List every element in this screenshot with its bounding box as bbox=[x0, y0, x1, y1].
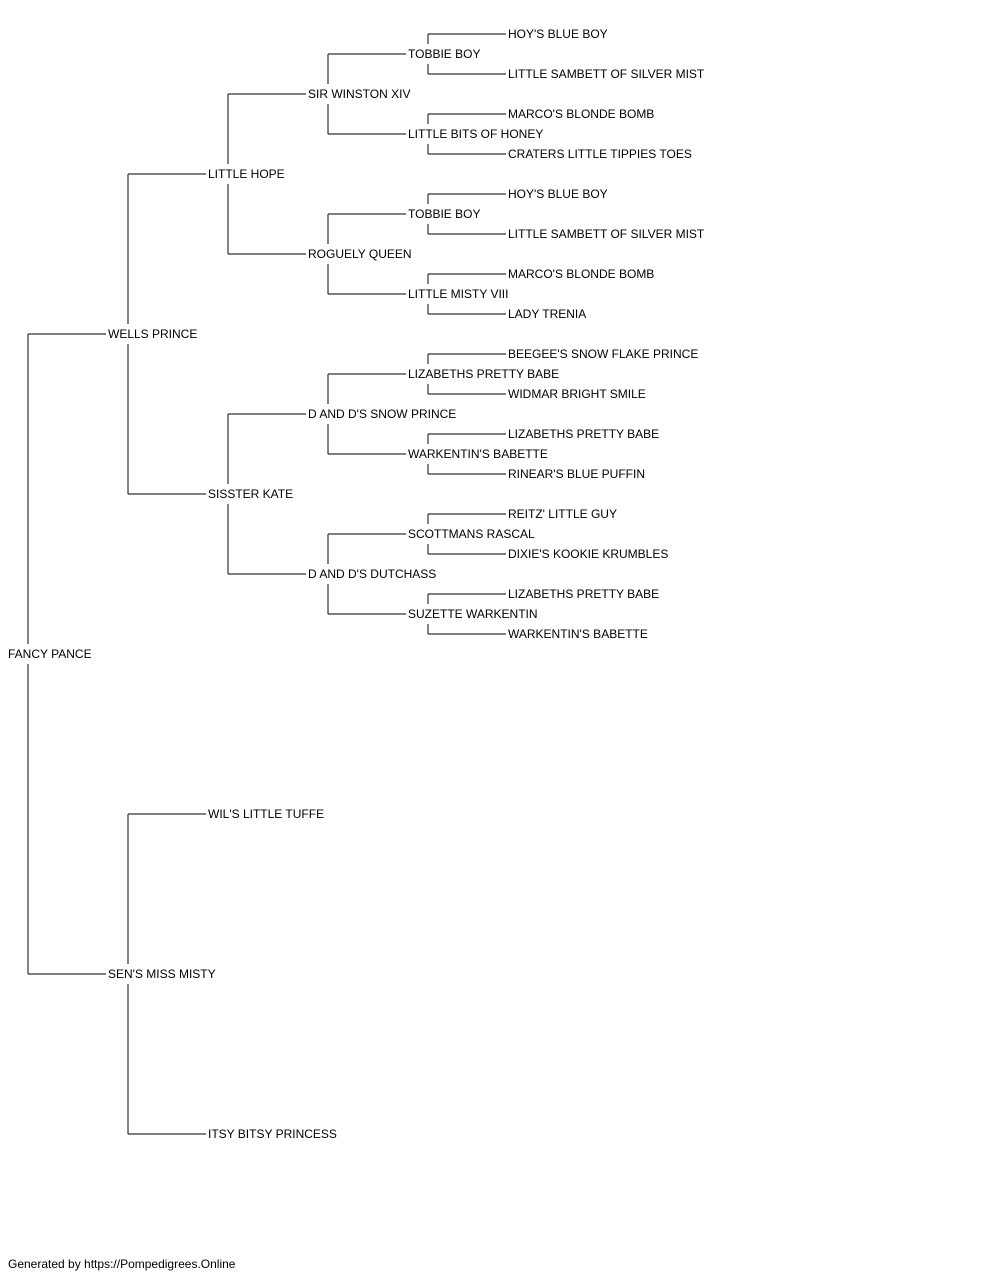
pedigree-node-gen5: WARKENTIN'S BABETTE bbox=[408, 447, 548, 461]
pedigree-node-gen5: TOBBIE BOY bbox=[408, 47, 480, 61]
pedigree-node-gen6: LITTLE SAMBETT OF SILVER MIST bbox=[508, 67, 705, 81]
pedigree-node-gen4: SIR WINSTON XIV bbox=[308, 87, 410, 101]
pedigree-node-gen6: HOY'S BLUE BOY bbox=[508, 27, 608, 41]
pedigree-node-gen6: DIXIE'S KOOKIE KRUMBLES bbox=[508, 547, 668, 561]
pedigree-node-gen5: LITTLE BITS OF HONEY bbox=[408, 127, 543, 141]
pedigree-node-gen6: MARCO'S BLONDE BOMB bbox=[508, 267, 654, 281]
pedigree-node-gen6: LIZABETHS PRETTY BABE bbox=[508, 427, 659, 441]
pedigree-node-gen4: ROGUELY QUEEN bbox=[308, 247, 412, 261]
pedigree-node-gen5: LIZABETHS PRETTY BABE bbox=[408, 367, 559, 381]
pedigree-node-gen5: SCOTTMANS RASCAL bbox=[408, 527, 535, 541]
pedigree-node-gen6: WARKENTIN'S BABETTE bbox=[508, 627, 648, 641]
pedigree-node-gen3: WIL'S LITTLE TUFFE bbox=[208, 807, 324, 821]
pedigree-node-gen6: REITZ' LITTLE GUY bbox=[508, 507, 617, 521]
pedigree-node-gen5: SUZETTE WARKENTIN bbox=[408, 607, 538, 621]
pedigree-node-gen2: WELLS PRINCE bbox=[108, 327, 197, 341]
pedigree-node-gen6: LITTLE SAMBETT OF SILVER MIST bbox=[508, 227, 705, 241]
pedigree-connectors bbox=[27, 33, 506, 1135]
pedigree-labels: FANCY PANCE WELLS PRINCE LITTLE HOPE SIR WI… bbox=[8, 27, 705, 1141]
pedigree-node-gen6: MARCO'S BLONDE BOMB bbox=[508, 107, 654, 121]
pedigree-node-gen6: BEEGEE'S SNOW FLAKE PRINCE bbox=[508, 347, 698, 361]
pedigree-node-gen5: TOBBIE BOY bbox=[408, 207, 480, 221]
pedigree-node-gen6: LADY TRENIA bbox=[508, 307, 586, 321]
pedigree-node-gen4: D AND D'S SNOW PRINCE bbox=[308, 407, 456, 421]
pedigree-node-gen6: RINEAR'S BLUE PUFFIN bbox=[508, 467, 645, 481]
pedigree-node-gen3: LITTLE HOPE bbox=[208, 167, 285, 181]
footer-credit: Generated by https://Pompedigrees.Online bbox=[8, 1257, 236, 1271]
pedigree-node-gen4: D AND D'S DUTCHASS bbox=[308, 567, 436, 581]
pedigree-node-gen6: WIDMAR BRIGHT SMILE bbox=[508, 387, 646, 401]
pedigree-node-gen6: LIZABETHS PRETTY BABE bbox=[508, 587, 659, 601]
pedigree-node-gen6: CRATERS LITTLE TIPPIES TOES bbox=[508, 147, 692, 161]
pedigree-node-gen5: LITTLE MISTY VIII bbox=[408, 287, 508, 301]
pedigree-node-gen3: SISSTER KATE bbox=[208, 487, 293, 501]
pedigree-node-gen3: ITSY BITSY PRINCESS bbox=[208, 1127, 337, 1141]
pedigree-node-gen1: FANCY PANCE bbox=[8, 647, 92, 661]
pedigree-node-gen6: HOY'S BLUE BOY bbox=[508, 187, 608, 201]
pedigree-node-gen2: SEN'S MISS MISTY bbox=[108, 967, 216, 981]
